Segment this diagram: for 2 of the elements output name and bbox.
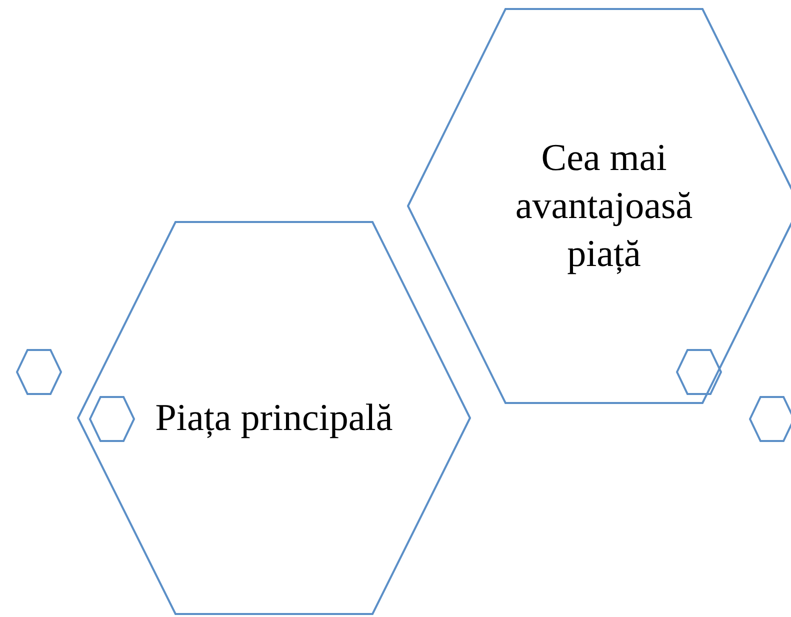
hexagon-label: Cea mai avantajoasă piață xyxy=(514,136,694,277)
hexagon-label: Piața principală xyxy=(154,396,394,441)
